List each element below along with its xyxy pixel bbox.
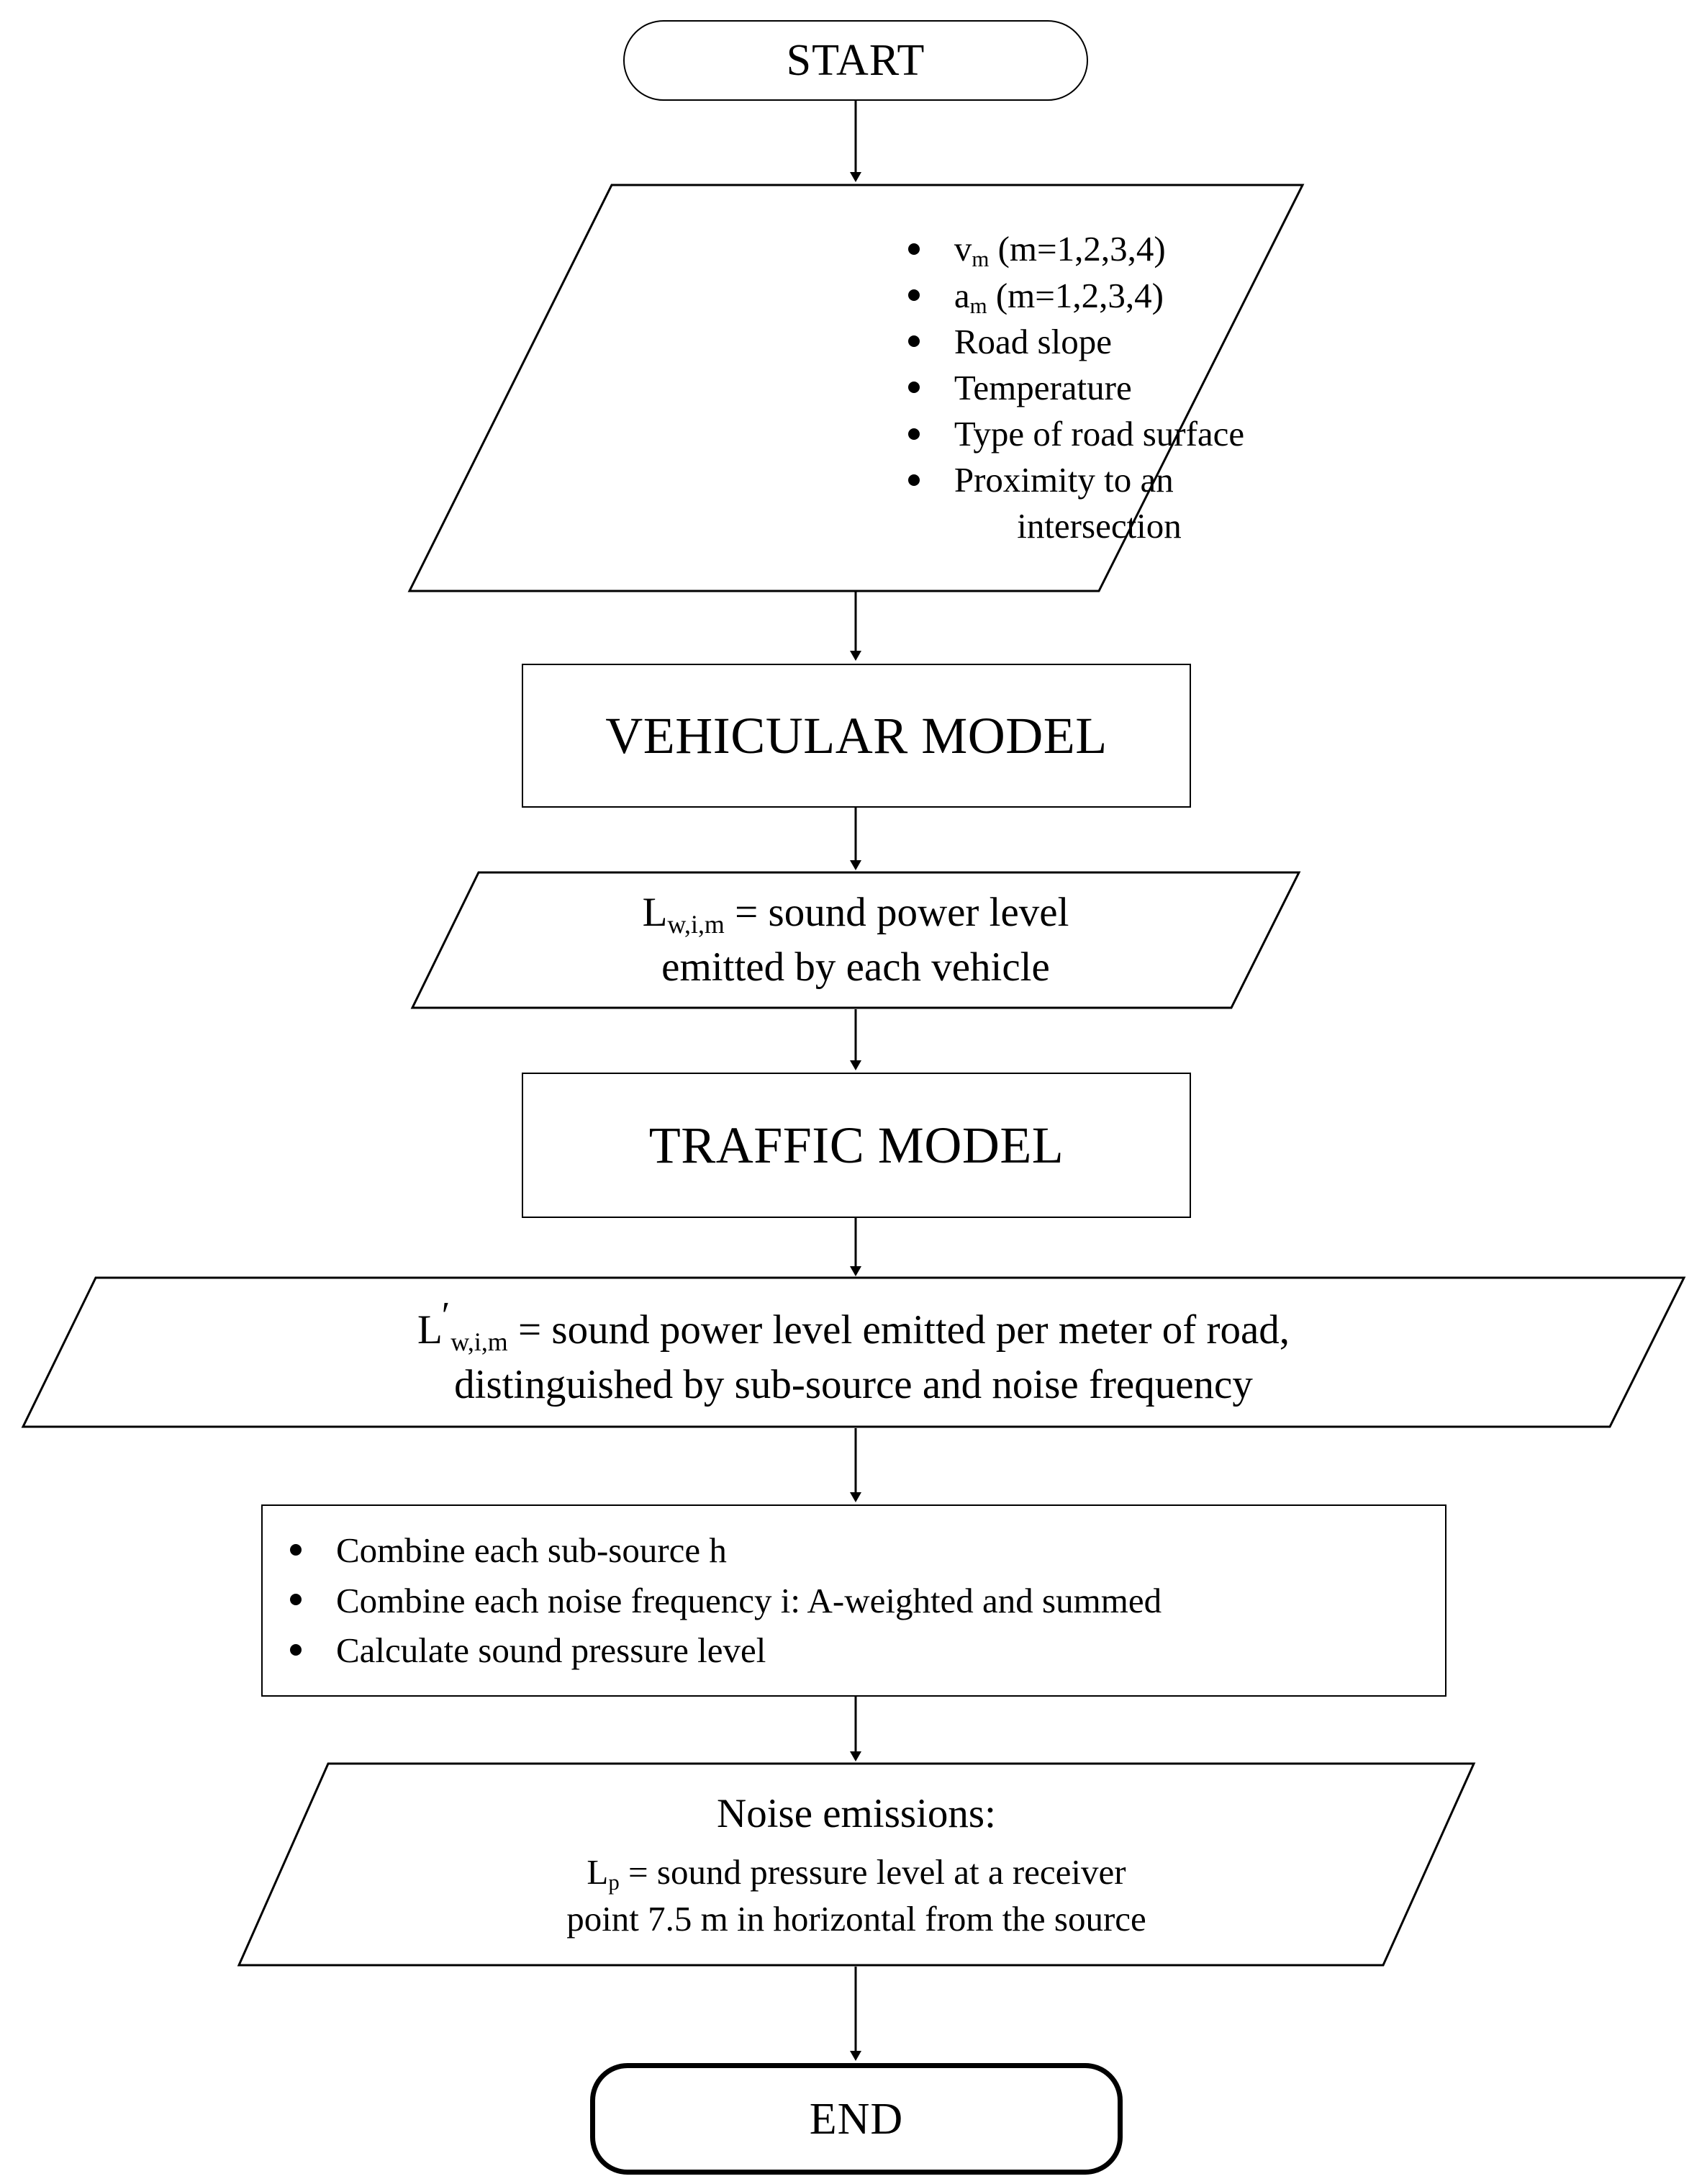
node-vehicular-model-label: VEHICULAR MODEL bbox=[605, 707, 1108, 764]
inputs-list: vm (m=1,2,3,4) am (m=1,2,3,4) Road slope… bbox=[900, 226, 1244, 503]
noise-emissions-line1: Lp = sound pressure level at a receiver bbox=[587, 1851, 1126, 1895]
node-noise-emissions[interactable]: Noise emissions: Lp = sound pressure lev… bbox=[237, 1762, 1476, 1967]
node-noise-emissions-shape bbox=[237, 1762, 1476, 1967]
list-item: am (m=1,2,3,4) bbox=[900, 273, 1244, 319]
lw-prime-line1: L′w,i,m = sound power level emitted per … bbox=[417, 1295, 1290, 1356]
node-traffic-model-label: TRAFFIC MODEL bbox=[648, 1116, 1064, 1174]
lw-output-line1: Lw,i,m = sound power level bbox=[642, 890, 1069, 939]
node-end-label: END bbox=[809, 2094, 904, 2144]
noise-emissions-heading: Noise emissions: bbox=[717, 1790, 996, 1836]
lw-output-line2: emitted by each vehicle bbox=[661, 944, 1050, 990]
node-start[interactable]: START bbox=[623, 20, 1088, 101]
node-traffic-model[interactable]: TRAFFIC MODEL bbox=[522, 1073, 1191, 1218]
prime-symbol: ′ bbox=[441, 1295, 450, 1337]
list-item: Combine each sub-source h bbox=[277, 1525, 1162, 1576]
node-start-label: START bbox=[786, 36, 925, 85]
node-vehicular-model[interactable]: VEHICULAR MODEL bbox=[522, 664, 1191, 808]
node-lw-output-shape bbox=[410, 871, 1301, 1009]
list-item: Calculate sound pressure level bbox=[277, 1625, 1162, 1676]
list-item: Road slope bbox=[900, 319, 1244, 365]
noise-emissions-line2: point 7.5 m in horizontal from the sourc… bbox=[566, 1898, 1146, 1939]
node-combine-process[interactable]: Combine each sub-source h Combine each n… bbox=[261, 1504, 1446, 1697]
inputs-list-continuation: intersection bbox=[1017, 506, 1182, 546]
node-inputs-shape bbox=[407, 184, 1305, 592]
lw-prime-line2: distinguished by sub-source and noise fr… bbox=[454, 1362, 1253, 1407]
list-item: Proximity to an bbox=[900, 457, 1244, 503]
list-item: Type of road surface bbox=[900, 411, 1244, 457]
combine-process-list: Combine each sub-source h Combine each n… bbox=[263, 1525, 1162, 1676]
list-item: Combine each noise frequency i: A-weight… bbox=[277, 1576, 1162, 1626]
node-inputs[interactable]: vm (m=1,2,3,4) am (m=1,2,3,4) Road slope… bbox=[407, 184, 1305, 592]
node-lw-output[interactable]: Lw,i,m = sound power level emitted by ea… bbox=[410, 871, 1301, 1009]
list-item: Temperature bbox=[900, 365, 1244, 411]
node-end[interactable]: END bbox=[590, 2063, 1123, 2175]
list-item: vm (m=1,2,3,4) bbox=[900, 226, 1244, 272]
node-lw-prime-output-shape bbox=[21, 1276, 1686, 1428]
node-lw-prime-output[interactable]: L′w,i,m = sound power level emitted per … bbox=[21, 1276, 1686, 1428]
